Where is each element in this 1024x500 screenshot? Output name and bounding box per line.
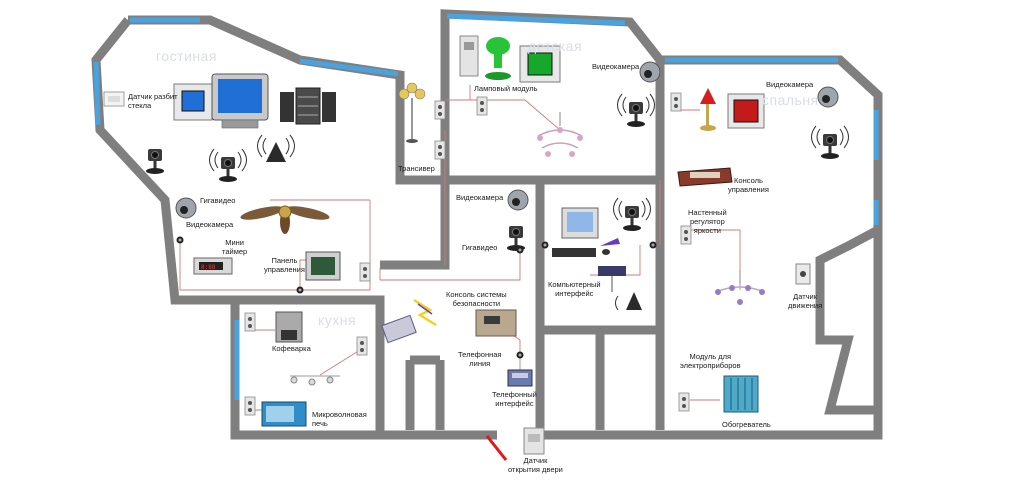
lamp-red-icon (700, 88, 716, 131)
speaker-icon (615, 292, 642, 311)
windows (93, 13, 879, 400)
label-transceiver: Трансивер (398, 164, 435, 173)
label-heater: Обогреватель (722, 420, 771, 429)
room-kitchen: кухня (318, 312, 357, 328)
room-bedroom: спальня (762, 92, 819, 108)
keypad-green-icon (519, 45, 561, 83)
outlet-icon (244, 396, 256, 416)
dome-camera-icon (507, 189, 529, 211)
dome-camera-icon (639, 61, 661, 83)
timer-icon: 8:88 (193, 257, 233, 275)
outlet-icon (359, 262, 371, 282)
room-living: гостиная (156, 48, 217, 64)
camera-icon (145, 148, 165, 175)
outlet-icon (678, 392, 690, 412)
motion-sensor-icon (795, 263, 811, 285)
keypad-icon (459, 35, 479, 77)
remote-icon (381, 298, 437, 344)
keypad-red-icon (727, 93, 765, 129)
stereo-icon (280, 87, 336, 125)
label-gigavideo-hall: Гигавидео (462, 243, 498, 252)
heater-icon (723, 375, 759, 413)
label-camera-bedroom: Видеокамера (766, 80, 814, 89)
coffee-icon (275, 311, 303, 343)
door-line (485, 435, 508, 461)
microwave-icon (261, 401, 307, 427)
dome-camera-icon (175, 197, 197, 219)
chandelier-icon (537, 112, 583, 157)
svg-text:8:88: 8:88 (201, 264, 216, 271)
glass-break-sensor-icon (103, 91, 125, 107)
keypad-blue-icon (173, 83, 213, 121)
camera-icon (811, 125, 849, 160)
phone-interface-icon (507, 369, 533, 387)
security-console-icon (475, 309, 517, 337)
ceiling-lights-icon (290, 375, 340, 386)
outlet-icon (434, 100, 446, 120)
computer-icon (552, 207, 620, 257)
room-nursery: детская (528, 38, 583, 54)
router-icon (598, 266, 626, 292)
outlet-icon (244, 312, 256, 332)
tv-icon (211, 73, 269, 129)
dome-camera-icon (817, 86, 839, 108)
label-camera-nursery: Видеокамера (592, 62, 640, 71)
label-coffee-maker: Кофеварка (272, 344, 311, 353)
camera-icon (209, 148, 247, 183)
lamp-green-icon (485, 37, 511, 80)
label-camera-hall: Видеокамера (456, 193, 504, 202)
outlet-icon (434, 140, 446, 160)
camera-icon (613, 197, 651, 232)
label-gigavideo-living: Гигавидео (200, 196, 236, 205)
door-sensor-icon (523, 427, 545, 455)
speaker-icon (257, 134, 295, 162)
outlet-icon (670, 92, 682, 112)
outlet-icon (476, 96, 488, 116)
outlet-icon (356, 336, 368, 356)
chandelier-icon (715, 270, 765, 305)
control-panel-icon (305, 251, 341, 281)
floor-lamp-icon (398, 82, 426, 143)
camera-icon (506, 225, 526, 252)
fan-icon (240, 205, 330, 234)
console-icon (677, 167, 733, 187)
camera-icon (617, 93, 655, 128)
label-camera-living: Видеокамера (186, 220, 234, 229)
label-lamp-module: Ламповый модуль (474, 84, 538, 93)
